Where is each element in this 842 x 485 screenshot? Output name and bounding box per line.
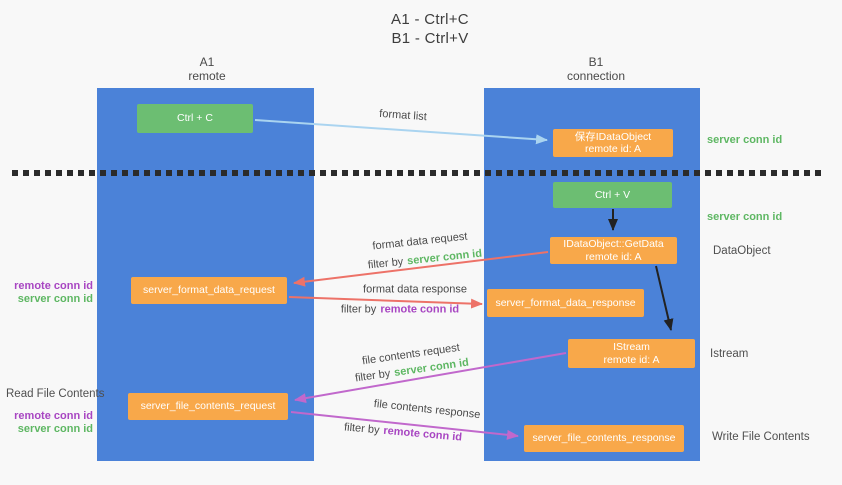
filter-by-text: filter by [354, 367, 392, 385]
lifeline-a1-role: remote [188, 69, 226, 83]
remote-conn-id-annotation-bottom: remote conn id [14, 410, 93, 422]
format-data-response-label: format data response [363, 283, 467, 296]
remote-conn-id-text: remote conn id [380, 303, 460, 316]
server-conn-id-annotation-left-bottom: server conn id [17, 423, 93, 435]
server-file-contents-request-label: server_file_contents_request [140, 400, 276, 413]
ctrl-v-label: Ctrl + V [594, 188, 631, 201]
ctrl-c-action-box: Ctrl + C [137, 104, 253, 133]
read-file-contents-annotation: Read File Contents [6, 388, 105, 400]
title-line-2: B1 - Ctrl+V [391, 30, 469, 47]
istream-box: IStream remote id: A [568, 339, 695, 368]
server-format-data-response-label: server_format_data_response [495, 296, 636, 309]
write-file-contents-annotation: Write File Contents [712, 431, 810, 443]
lifeline-a1-name: A1 [199, 55, 215, 69]
file-contents-response-label: file contents response [373, 397, 481, 422]
ctrl-c-label: Ctrl + C [177, 112, 213, 125]
server-file-contents-response-box: server_file_contents_response [524, 425, 684, 452]
save-idataobject-box: 保存IDataObject remote id: A [553, 129, 673, 157]
server-conn-id-text: server conn id [406, 247, 483, 268]
istream-line2: remote id: A [603, 353, 660, 366]
format-list-label: format list [378, 107, 428, 124]
server-format-data-request-box: server_format_data_request [131, 277, 287, 304]
session-separator-line [12, 170, 824, 176]
lifeline-b1-role: connection [566, 69, 626, 83]
filter-by-text: filter by [367, 255, 404, 272]
remote-conn-id-text: remote conn id [382, 424, 463, 444]
filter-by-text: filter by [340, 303, 377, 316]
server-conn-id-annotation-top: server conn id [707, 134, 783, 146]
server-conn-id-annotation-mid: server conn id [707, 211, 783, 223]
server-file-contents-request-box: server_file_contents_request [128, 393, 288, 420]
server-file-contents-response-label: server_file_contents_response [532, 432, 676, 445]
server-format-data-response-box: server_format_data_response [487, 289, 644, 317]
server-format-data-request-label: server_format_data_request [143, 284, 275, 297]
getdata-box: IDataObject::GetData remote id: A [550, 237, 677, 264]
lifeline-header-b1: B1 connection [567, 55, 625, 83]
istream-line1: IStream [613, 341, 650, 353]
remote-conn-id-annotation-mid: remote conn id [14, 280, 93, 292]
getdata-line1: IDataObject::GetData [563, 238, 664, 250]
save-idataobject-line1: 保存IDataObject [574, 130, 652, 143]
ctrl-v-action-box: Ctrl + V [553, 182, 672, 208]
diagram-title: A1 - Ctrl+C B1 - Ctrl+V [391, 10, 469, 48]
getdata-line2: remote id: A [585, 250, 642, 263]
istream-annotation: Istream [710, 348, 749, 360]
dataobject-annotation: DataObject [713, 245, 771, 257]
lifeline-b1-name: B1 [588, 55, 604, 69]
title-line-1: A1 - Ctrl+C [391, 11, 469, 28]
lifeline-header-a1: A1 remote [188, 55, 225, 83]
save-idataobject-line2: remote id: A [584, 143, 642, 155]
filter-by-text: filter by [343, 421, 380, 437]
server-conn-id-annotation-left-mid: server conn id [17, 293, 93, 305]
